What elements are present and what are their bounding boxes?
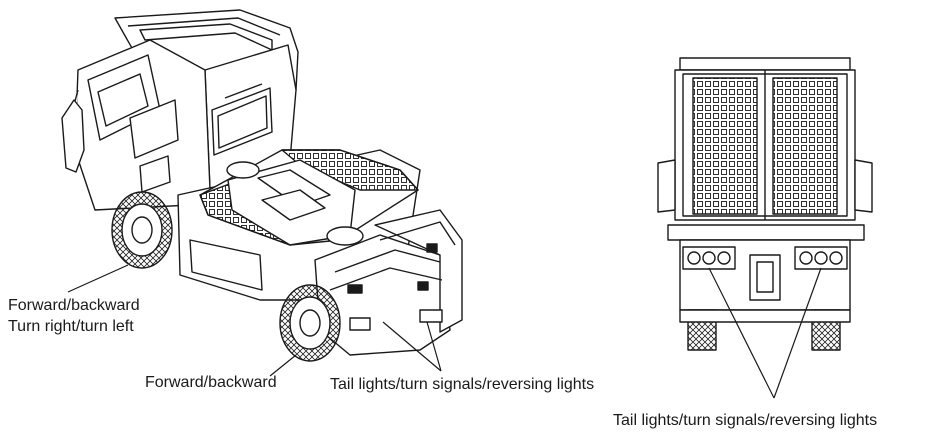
truck-rear-view	[657, 57, 873, 351]
truck-side-view	[61, 9, 463, 362]
side-view-pointers	[67, 264, 442, 377]
rear-view-pointers	[708, 267, 822, 399]
rear-wheel-label: Forward/backward	[145, 374, 277, 391]
rear-tail-lights-label: Tail lights/turn signals/reversing light…	[613, 412, 878, 429]
front-wheel-label-line1: Forward/backward	[8, 297, 140, 314]
front-wheel-label-line2: Turn right/turn left	[8, 318, 134, 335]
side-tail-lights-label: Tail lights/turn signals/reversing light…	[330, 376, 595, 393]
